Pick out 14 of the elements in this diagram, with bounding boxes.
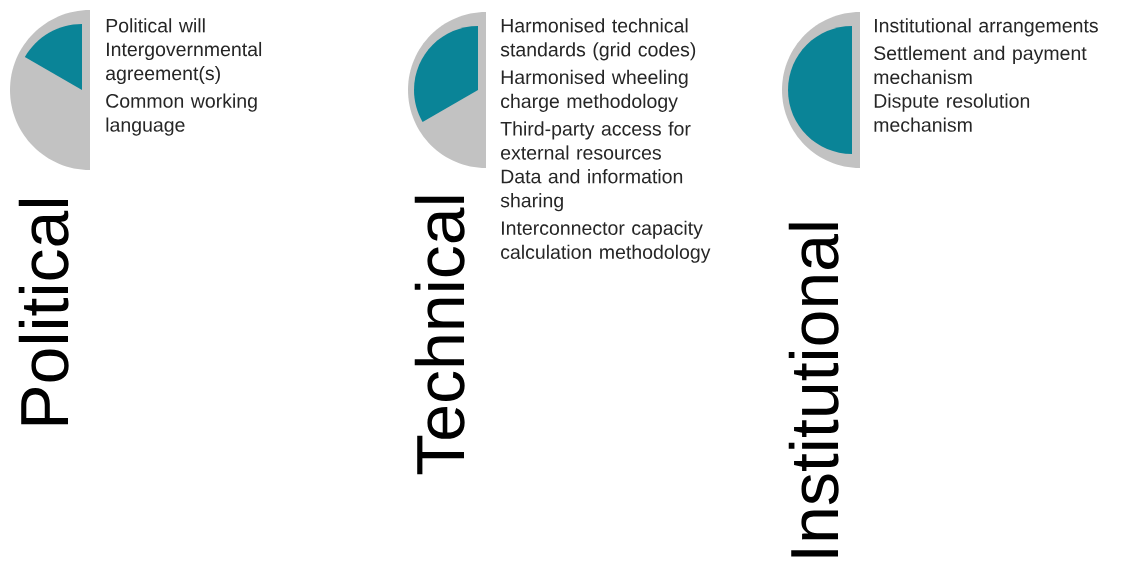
heading: Institutional bbox=[788, 223, 839, 557]
item-text: Institutional arrangements bbox=[875, 18, 1098, 37]
heading: Political bbox=[18, 200, 69, 425]
heading: Technical bbox=[414, 196, 465, 475]
item-text: Common working language bbox=[106, 93, 257, 136]
item-text: Interconnector capacity calculation methodology bbox=[501, 220, 711, 263]
item-text: Data and information sharing bbox=[500, 169, 683, 212]
item-text: Dispute resolution mechanism bbox=[874, 93, 1030, 132]
item-text: Harmonised technical standards (grid codes) bbox=[500, 18, 696, 61]
item-text: Political will bbox=[106, 18, 205, 33]
item-text: Third-party access for external resources bbox=[500, 121, 691, 160]
item-text: Harmonised wheeling charge methodology bbox=[501, 69, 688, 112]
item-text: Settlement and payment mechanism bbox=[874, 45, 1087, 85]
item-text: Intergovernmental agreement(s) bbox=[106, 41, 262, 85]
